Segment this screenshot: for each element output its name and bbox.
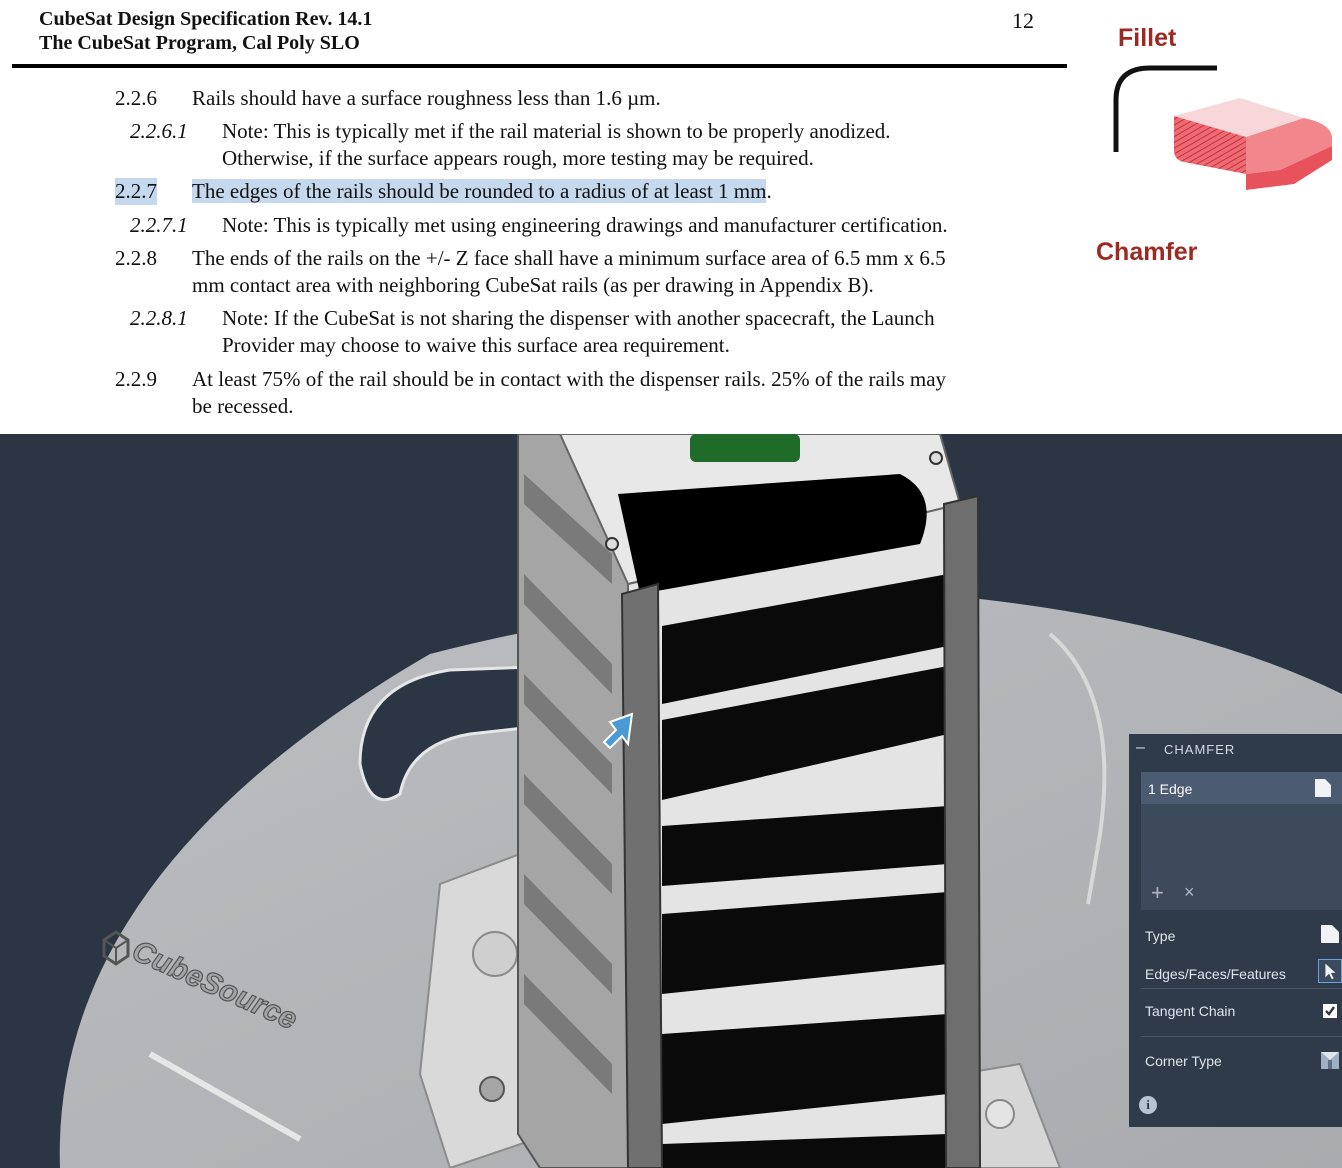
header-rule: [12, 64, 1067, 68]
section-text-line1: At least 75% of the rail should be in co…: [192, 367, 947, 391]
corner-type-label: Corner Type: [1145, 1053, 1222, 1069]
section-2-2-6-1: 2.2.6.1 Note: This is typically met if t…: [0, 118, 1080, 174]
select-pointer-button[interactable]: [1318, 959, 1342, 983]
type-label: Type: [1145, 928, 1176, 944]
add-selection-icon[interactable]: +: [1151, 880, 1164, 905]
section-text-line2: mm contact area with neighboring CubeSat…: [192, 273, 874, 297]
corner-type-icon[interactable]: [1318, 1048, 1342, 1072]
info-icon[interactable]: i: [1139, 1096, 1157, 1114]
document-title: CubeSat Design Specification Rev. 14.1: [39, 8, 373, 30]
divider: [1141, 988, 1342, 989]
fillet-block-icon: [1174, 98, 1332, 190]
section-2-2-6: 2.2.6 Rails should have a surface roughn…: [0, 85, 1080, 115]
section-2-2-7-1: 2.2.7.1 Note: This is typically met usin…: [0, 212, 1080, 242]
remove-selection-icon[interactable]: ×: [1184, 882, 1195, 902]
fillet-profile-icon: [1113, 65, 1217, 152]
section-number[interactable]: 2.2.7: [115, 178, 157, 205]
rail-right: [942, 494, 982, 1168]
highlight-part-b[interactable]: be rounded to a radius of at least 1 mm: [439, 179, 767, 203]
section-number: 2.2.6.1: [130, 119, 188, 143]
cubesource-logo-icon: [102, 930, 130, 966]
tangent-chain-label: Tangent Chain: [1145, 1003, 1236, 1019]
section-text-line2: Otherwise, if the surface appears rough,…: [222, 146, 814, 170]
collapse-icon[interactable]: –: [1136, 739, 1145, 756]
cad-viewport[interactable]: CubeSource: [0, 434, 1342, 1168]
section-2-2-9: 2.2.9 At least 75% of the rail should be…: [0, 366, 1080, 422]
type-dropdown[interactable]: [1318, 922, 1342, 946]
highlight-part-a[interactable]: The edges of the rails should: [192, 179, 440, 203]
section-number: 2.2.8: [115, 246, 157, 270]
chamfer-label: Chamfer: [1096, 238, 1198, 266]
section-number: 2.2.6: [115, 86, 157, 110]
edge-treatment-illustration: Fillet Chamfer: [1080, 0, 1342, 434]
section-text-line2: be recessed.: [192, 394, 294, 418]
edges-faces-features-label: Edges/Faces/Features: [1145, 966, 1286, 982]
selection-item[interactable]: 1 Edge: [1141, 772, 1342, 804]
document-subtitle: The CubeSat Program, Cal Poly SLO: [39, 32, 360, 54]
section-number: 2.2.7.1: [130, 213, 188, 237]
tangent-chain-checkbox[interactable]: [1318, 999, 1342, 1023]
section-text-line2: Provider may choose to waive this surfac…: [222, 333, 730, 357]
section-2-2-8: 2.2.8 The ends of the rails on the +/- Z…: [0, 245, 1080, 301]
rail-left-highlighted: [620, 582, 664, 1168]
selection-item-label: 1 Edge: [1148, 781, 1193, 797]
page-number: 12: [1012, 8, 1034, 33]
period: .: [766, 179, 772, 203]
chamfer-type-icon: [1315, 779, 1331, 797]
spec-document: CubeSat Design Specification Rev. 14.1 T…: [0, 0, 1080, 434]
section-text-line1: The ends of the rails on the +/- Z face …: [192, 246, 946, 270]
section-2-2-8-1: 2.2.8.1 Note: If the CubeSat is not shar…: [0, 305, 1080, 361]
cubesat-model[interactable]: CubeSource: [0, 434, 1342, 1168]
section-number: 2.2.8.1: [130, 306, 188, 330]
fillet-label: Fillet: [1118, 24, 1177, 52]
selection-list[interactable]: 1 Edge: [1141, 772, 1342, 910]
section-number: 2.2.9: [115, 367, 157, 391]
solar-panels: [662, 574, 948, 1168]
selection-cursor-icon: [602, 712, 634, 750]
section-text-line1: Note: This is typically met if the rail …: [222, 119, 891, 143]
section-text-line1: Note: If the CubeSat is not sharing the …: [222, 306, 935, 330]
section-2-2-7[interactable]: 2.2.7 The edges of the rails should be r…: [0, 178, 1080, 208]
plate-slot: [358, 664, 562, 802]
illustration-drawing: [1113, 65, 1332, 190]
divider: [1141, 1036, 1342, 1037]
section-text: Rails should have a surface roughness le…: [192, 86, 661, 110]
chamfer-panel: – CHAMFER 1 Edge + × Type Edges/Faces/Fe…: [1129, 734, 1342, 1127]
section-text: Note: This is typically met using engine…: [222, 213, 948, 237]
panel-title: CHAMFER: [1164, 742, 1236, 757]
section-text-highlighted[interactable]: The edges of the rails should be rounded…: [192, 178, 1037, 205]
